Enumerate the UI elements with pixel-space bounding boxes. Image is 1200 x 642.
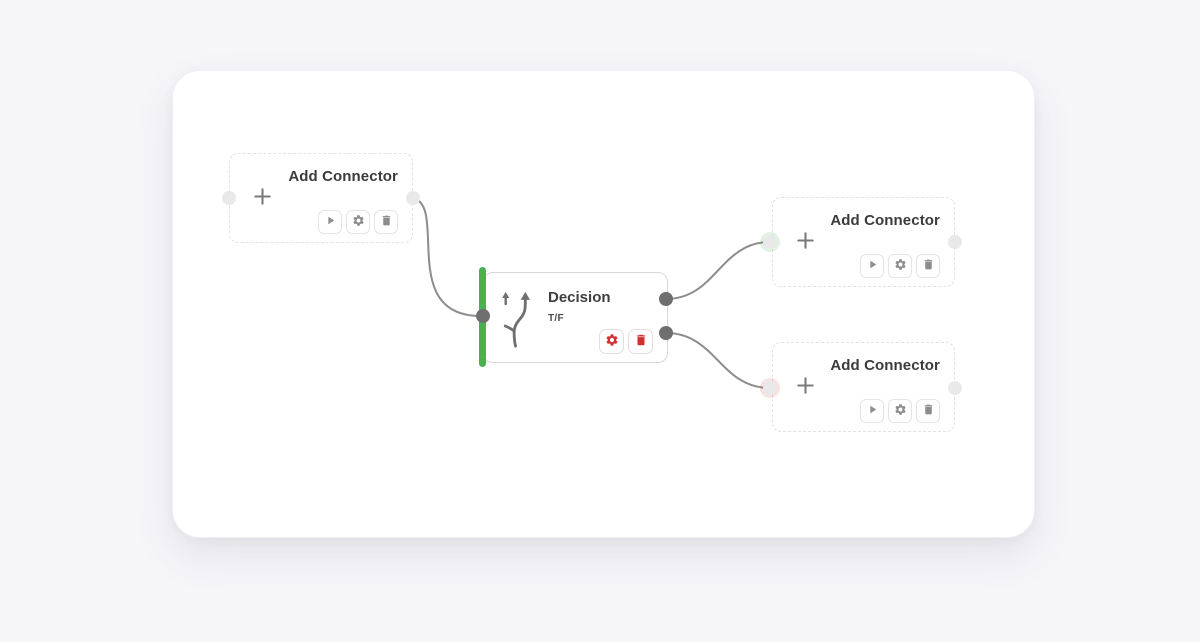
port-out-decision-true[interactable]: [659, 292, 673, 306]
gear-icon: [894, 403, 907, 419]
gear-icon: [605, 333, 619, 350]
trash-icon: [380, 214, 393, 230]
port-out-connector-bottom-right[interactable]: [948, 381, 962, 395]
trash-icon: [634, 333, 648, 350]
plus-icon[interactable]: [251, 185, 274, 213]
port-out-connector-left[interactable]: [406, 191, 420, 205]
port-in-connector-left[interactable]: [222, 191, 236, 205]
port-out-decision-false[interactable]: [659, 326, 673, 340]
node-add-connector-left[interactable]: Add Connector: [229, 153, 413, 243]
node-add-connector-top-right[interactable]: Add Connector: [772, 197, 955, 287]
node-toolbar: [599, 329, 653, 354]
run-button[interactable]: [860, 399, 884, 423]
node-title: Add Connector: [830, 357, 940, 374]
port-in-connector-bottom-right[interactable]: [763, 381, 777, 395]
port-in-decision[interactable]: [476, 309, 490, 323]
node-title: Add Connector: [288, 168, 398, 185]
branch-split-icon: [496, 283, 536, 354]
delete-button[interactable]: [374, 210, 398, 234]
node-title: Decision: [548, 289, 611, 306]
delete-button[interactable]: [916, 254, 940, 278]
plus-icon[interactable]: [794, 374, 817, 402]
node-add-connector-bottom-right[interactable]: Add Connector: [772, 342, 955, 432]
delete-button[interactable]: [916, 399, 940, 423]
settings-button[interactable]: [346, 210, 370, 234]
run-button[interactable]: [860, 254, 884, 278]
node-subtitle: T/F: [548, 313, 564, 324]
port-out-connector-top-right[interactable]: [948, 235, 962, 249]
settings-button[interactable]: [888, 254, 912, 278]
play-icon: [324, 214, 337, 230]
node-title: Add Connector: [830, 212, 940, 229]
gear-icon: [894, 258, 907, 274]
gear-icon: [352, 214, 365, 230]
node-toolbar: [860, 254, 940, 278]
play-icon: [866, 403, 879, 419]
node-decision[interactable]: Decision T/F: [483, 272, 668, 363]
node-toolbar: [860, 399, 940, 423]
port-in-connector-top-right[interactable]: [763, 235, 777, 249]
settings-button[interactable]: [599, 329, 624, 354]
node-toolbar: [318, 210, 398, 234]
play-icon: [866, 258, 879, 274]
settings-button[interactable]: [888, 399, 912, 423]
delete-button[interactable]: [628, 329, 653, 354]
run-button[interactable]: [318, 210, 342, 234]
plus-icon[interactable]: [794, 229, 817, 257]
trash-icon: [922, 403, 935, 419]
trash-icon: [922, 258, 935, 274]
